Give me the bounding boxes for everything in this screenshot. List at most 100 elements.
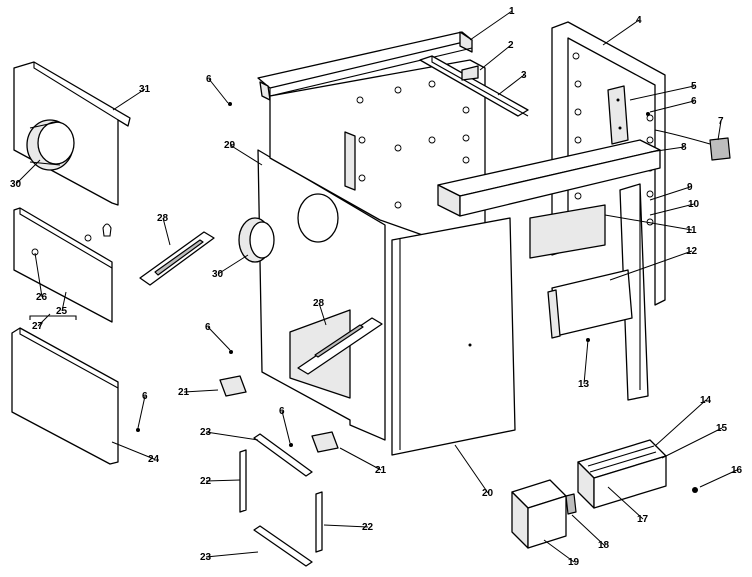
part-blower-19 <box>511 479 577 549</box>
part-channel-22a <box>239 449 247 513</box>
callout-30: 30 <box>10 159 41 190</box>
leader-line <box>609 250 693 281</box>
leader-line <box>318 302 327 326</box>
leader-line <box>649 203 695 216</box>
callout-number: 19 <box>568 557 580 568</box>
callout-number: 21 <box>178 387 190 398</box>
part-channel-22b <box>315 491 323 553</box>
callout-number: 17 <box>637 514 649 525</box>
callout-6: 6 <box>649 96 697 113</box>
callout-number: 20 <box>482 488 494 499</box>
callout-6: 6 <box>279 406 291 444</box>
callout-number: 22 <box>362 522 374 533</box>
callout-6: 6 <box>205 322 231 351</box>
callout-number: 28 <box>313 298 325 309</box>
callout-6: 6 <box>206 74 229 104</box>
part-bracket-28a <box>139 231 215 286</box>
leader-line <box>699 469 738 488</box>
callout-15: 15 <box>661 423 728 459</box>
part-cross-rail-3 <box>419 55 529 117</box>
callout-number: 7 <box>718 116 724 127</box>
leader-line <box>205 479 241 482</box>
callout-number: 1 <box>509 6 515 17</box>
callout-13: 13 <box>578 339 590 390</box>
callout-number: 13 <box>578 379 590 390</box>
callout-9: 9 <box>649 182 693 201</box>
callout-number: 30 <box>10 179 22 190</box>
part-bracket-plate-12 <box>547 269 633 339</box>
callout-number: 10 <box>688 199 700 210</box>
leader-line <box>604 214 693 231</box>
leader-line <box>649 146 685 153</box>
leader-line <box>717 120 722 141</box>
callout-22: 22 <box>323 522 374 533</box>
leader-line <box>479 44 512 71</box>
callout-number: 26 <box>36 292 48 303</box>
callout-30: 30 <box>212 254 249 280</box>
part-bracket-5 <box>607 85 629 145</box>
callout-number: 16 <box>731 465 743 476</box>
callout-number: 23 <box>200 427 212 438</box>
leader-line <box>629 85 695 101</box>
screw-6e <box>646 112 650 116</box>
callout-1: 1 <box>469 6 515 41</box>
callout-21: 21 <box>178 387 219 398</box>
leader-line <box>229 144 263 166</box>
screw-16 <box>692 487 698 493</box>
callout-6: 6 <box>137 391 148 429</box>
callout-number: 8 <box>681 142 687 153</box>
leader-line <box>571 514 605 546</box>
leader-line <box>205 551 259 558</box>
leader-line <box>323 524 369 528</box>
callout-number: 23 <box>200 552 212 563</box>
part-back-panel-31 <box>13 61 131 206</box>
part-channel-8 <box>437 139 661 217</box>
part-channel-23b <box>253 525 313 567</box>
callout-24: 24 <box>111 441 160 465</box>
leader-line <box>217 254 249 275</box>
part-side-panel-29 <box>238 149 386 441</box>
leader-line <box>61 291 67 312</box>
leader-line <box>15 159 41 185</box>
callout-number: 28 <box>157 213 169 224</box>
part-front-door-25 <box>13 207 113 323</box>
callout-27: 27 <box>32 313 51 332</box>
leader-line <box>339 447 382 471</box>
callout-number: 25 <box>56 306 68 317</box>
part-vertical-rail-9 <box>619 183 649 401</box>
leader-line <box>137 395 146 429</box>
screw-6a <box>228 102 232 106</box>
callout-16: 16 <box>699 465 743 488</box>
callout-number: 14 <box>700 395 712 406</box>
callout-number: 31 <box>139 84 151 95</box>
callout-number: 21 <box>375 465 387 476</box>
part-clip-21b <box>311 431 339 453</box>
leader-line <box>281 410 291 444</box>
callout-number: 12 <box>686 246 698 257</box>
leader-line <box>34 252 43 298</box>
callout-number: 27 <box>32 321 44 332</box>
leader-line <box>497 74 525 96</box>
callout-7: 7 <box>717 116 724 141</box>
screw-6b <box>229 350 233 354</box>
screw-6c <box>136 428 140 432</box>
callout-11: 11 <box>604 214 697 236</box>
leader-line <box>454 444 489 494</box>
callout-23: 23 <box>200 551 259 563</box>
callout-17: 17 <box>607 486 649 525</box>
part-plate-11 <box>529 204 606 259</box>
callout-22: 22 <box>200 476 241 487</box>
callout-12: 12 <box>609 246 698 281</box>
leader-line <box>543 539 575 563</box>
callout-2: 2 <box>479 40 514 71</box>
leader-line <box>661 427 723 459</box>
leader-line <box>583 339 589 385</box>
callout-26: 26 <box>34 252 48 303</box>
leader-line <box>649 100 695 113</box>
callout-number: 6 <box>205 322 211 333</box>
callout-31: 31 <box>112 84 151 111</box>
part-channel-23a <box>253 433 313 477</box>
part-burner-tray-14 <box>577 439 667 509</box>
leader-line <box>469 10 513 41</box>
